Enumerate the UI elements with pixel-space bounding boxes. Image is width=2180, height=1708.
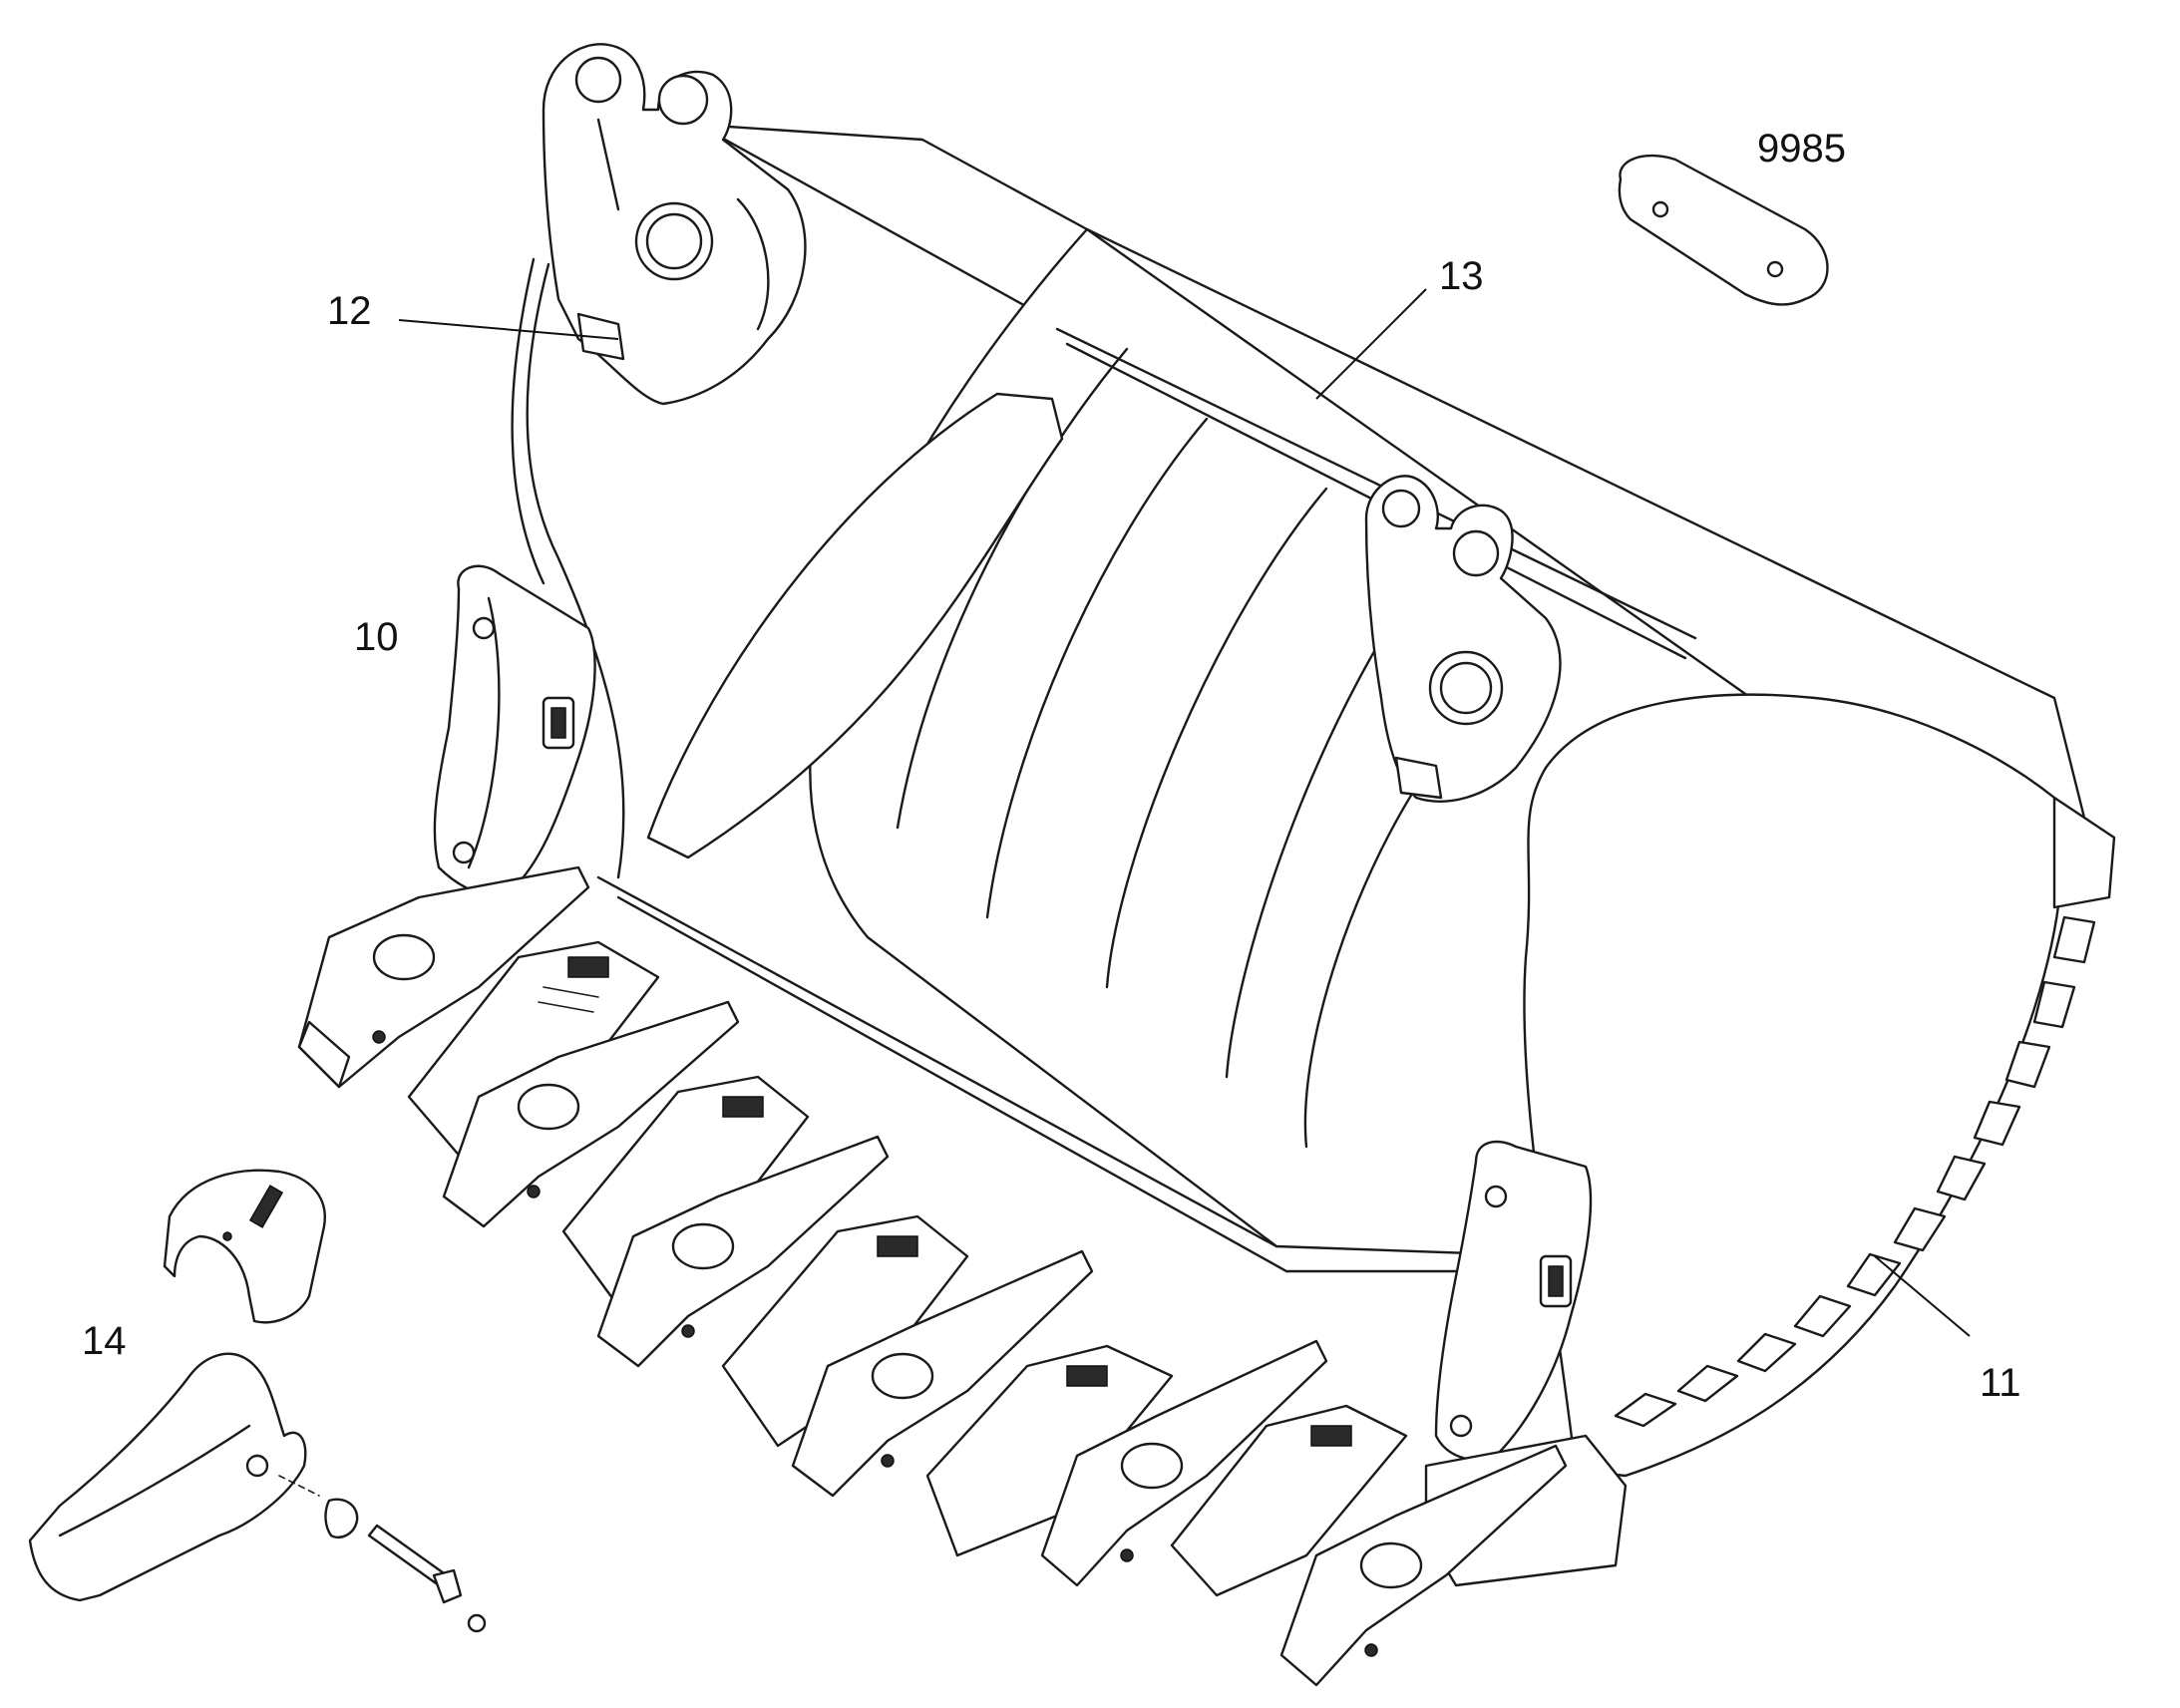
right-side-plate	[1523, 693, 2116, 1478]
callout-13: 13	[1439, 254, 1484, 298]
plate-9985	[1618, 154, 1829, 306]
teeth-row	[297, 865, 1568, 1687]
tooth-5	[1040, 1339, 1328, 1587]
callout-12: 12	[327, 289, 372, 333]
adapter-5	[1170, 1404, 1408, 1597]
tooth-2	[442, 1000, 740, 1228]
leader-11	[1874, 1255, 1971, 1337]
tooth-3	[596, 1135, 890, 1368]
leader-12	[398, 319, 619, 340]
left-side-cutter	[433, 564, 596, 897]
left-lifting-eye	[542, 43, 807, 406]
leader-13	[1315, 288, 1427, 400]
tooth-cap-loose	[163, 1169, 326, 1324]
tooth-tip-loose	[28, 1352, 487, 1633]
callout-11: 11	[1980, 1361, 2021, 1405]
callout-14: 14	[82, 1319, 127, 1363]
leader-lines	[398, 288, 1971, 1337]
adapter-3	[721, 1214, 969, 1448]
tooth-4	[791, 1249, 1094, 1498]
tooth-6	[1279, 1444, 1568, 1687]
callout-9985: 9985	[1757, 127, 1846, 171]
callout-10: 10	[354, 615, 399, 659]
tooth-1	[297, 865, 590, 1089]
right-lifting-eye	[1364, 475, 1562, 803]
adapter-4	[925, 1344, 1174, 1557]
wear-segments	[1614, 915, 2096, 1428]
